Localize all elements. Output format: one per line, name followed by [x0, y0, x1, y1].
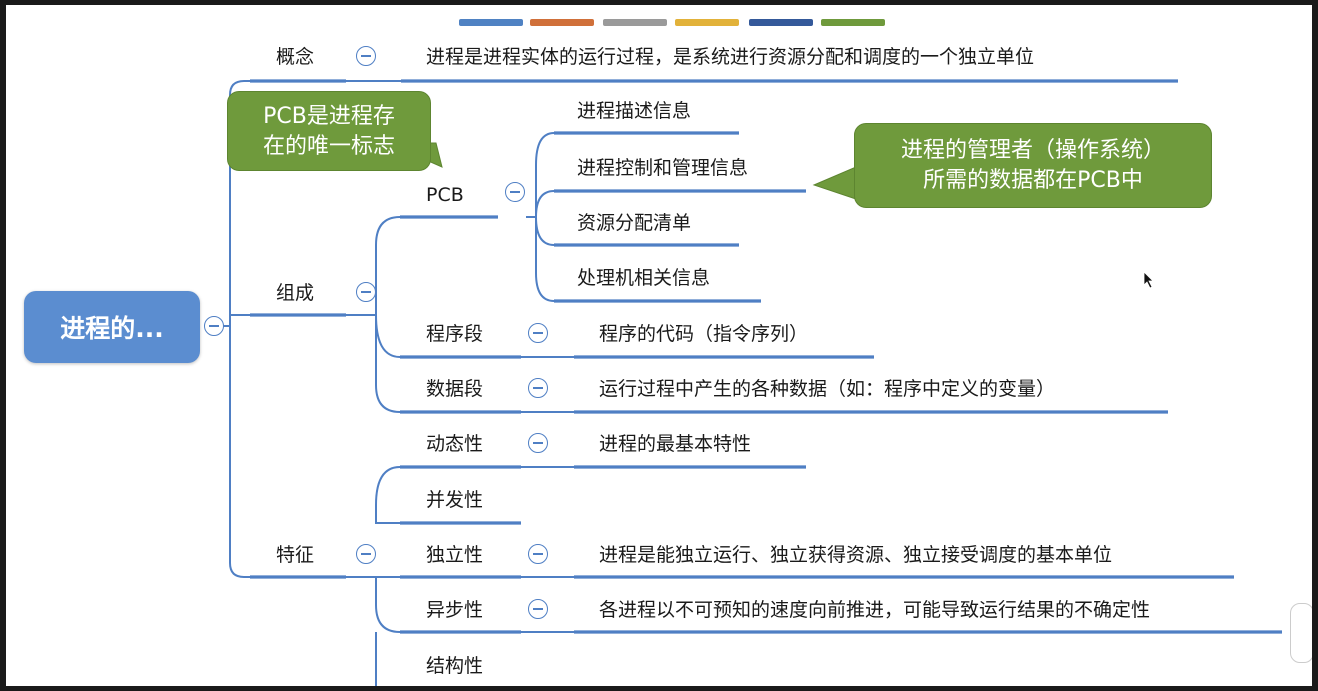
node-pcb-item[interactable]: 处理机相关信息: [577, 267, 711, 289]
root-node[interactable]: 进程的...: [24, 291, 200, 363]
node-data-segment[interactable]: 数据段: [426, 378, 484, 400]
node-feature-detail[interactable]: 进程的最基本特性: [599, 433, 752, 455]
node-feature[interactable]: 并发性: [426, 489, 484, 511]
callout-pcb-flag[interactable]: PCB是进程存 在的唯一标志: [227, 91, 431, 171]
collapse-icon-feature-async[interactable]: [528, 599, 548, 619]
node-program-segment-detail[interactable]: 程序的代码（指令序列）: [599, 323, 809, 345]
node-concept[interactable]: 概念: [276, 46, 315, 68]
node-pcb-item[interactable]: 进程控制和管理信息: [577, 157, 749, 179]
node-composition[interactable]: 组成: [276, 282, 315, 304]
callout-pcb-data-line2: 所需的数据都在PCB中: [923, 168, 1143, 193]
node-data-segment-detail[interactable]: 运行过程中产生的各种数据（如：程序中定义的变量）: [599, 378, 1056, 400]
node-concept-detail[interactable]: 进程是进程实体的运行过程，是系统进行资源分配和调度的一个独立单位: [426, 46, 1035, 68]
collapse-icon-features[interactable]: [356, 544, 376, 564]
node-feature[interactable]: 动态性: [426, 433, 484, 455]
collapse-icon-pcb[interactable]: [505, 182, 525, 202]
collapse-icon-concept[interactable]: [356, 46, 376, 66]
node-feature[interactable]: 异步性: [426, 599, 484, 621]
callout-pcb-data-line1: 进程的管理者（操作系统）: [900, 138, 1165, 163]
node-features[interactable]: 特征: [276, 544, 315, 566]
callout-pcb-data[interactable]: 进程的管理者（操作系统） 所需的数据都在PCB中: [854, 123, 1212, 208]
node-pcb-item[interactable]: 资源分配清单: [577, 212, 692, 234]
side-panel-tab[interactable]: [1290, 603, 1312, 663]
mouse-cursor-icon: [1143, 271, 1154, 289]
collapse-icon-feature-dynamic[interactable]: [528, 433, 548, 453]
collapse-icon-program-segment[interactable]: [528, 323, 548, 343]
node-feature[interactable]: 独立性: [426, 544, 484, 566]
color-swatch-yellow[interactable]: [675, 19, 739, 26]
collapse-icon-data-segment[interactable]: [528, 378, 548, 398]
node-program-segment[interactable]: 程序段: [426, 323, 484, 345]
node-pcb[interactable]: PCB: [426, 184, 464, 206]
node-feature-detail[interactable]: 进程是能独立运行、独立获得资源、独立接受调度的基本单位: [599, 544, 1113, 566]
mindmap-canvas: 进程的... 概念 进程是进程实体的运行过程，是系统进行资源分配和调度的一个独立…: [6, 5, 1312, 686]
node-feature-detail[interactable]: 各进程以不可预知的速度向前推进，可能导致运行结果的不确定性: [599, 599, 1151, 621]
collapse-icon-feature-independent[interactable]: [528, 544, 548, 564]
color-swatch-blue[interactable]: [459, 19, 523, 26]
color-swatch-green[interactable]: [821, 19, 885, 26]
callout-pcb-flag-line2: 在的唯一标志: [262, 134, 395, 159]
callout-pointers: [413, 142, 857, 200]
root-node-label: 进程的...: [60, 314, 164, 343]
color-swatch-gray[interactable]: [603, 19, 667, 26]
collapse-icon-composition[interactable]: [356, 282, 376, 302]
node-feature[interactable]: 结构性: [426, 655, 484, 677]
color-swatch-orange[interactable]: [530, 19, 594, 26]
color-swatch-navy[interactable]: [749, 19, 813, 26]
node-pcb-item[interactable]: 进程描述信息: [577, 100, 692, 122]
branch-connectors: [221, 79, 1282, 686]
collapse-icon-root[interactable]: [204, 316, 224, 336]
callout-pcb-flag-line1: PCB是进程存: [263, 104, 395, 129]
